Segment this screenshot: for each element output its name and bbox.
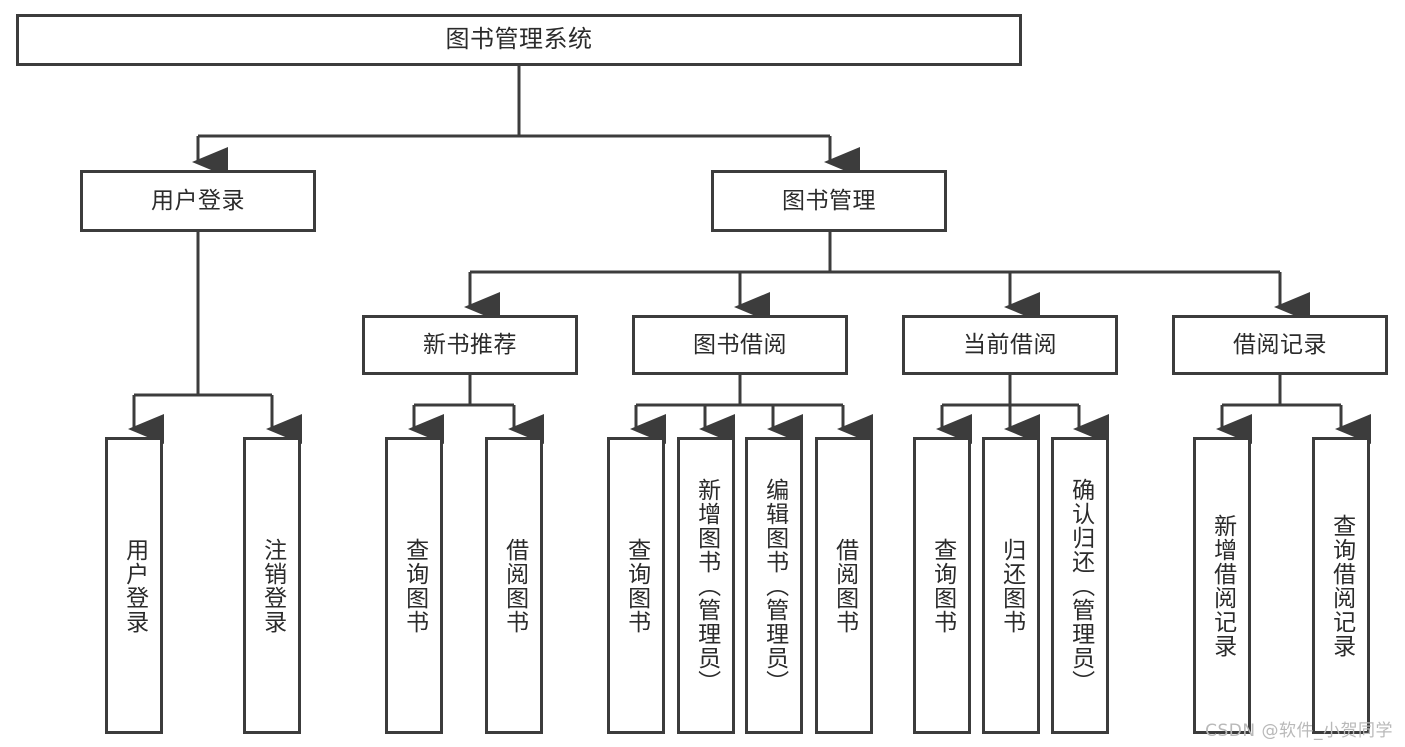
node-label: 当前借阅	[963, 331, 1057, 358]
node-label: 用户登录	[151, 187, 245, 214]
node-label: 注销登录	[259, 537, 286, 634]
node-label: 编辑图书（管理员）	[761, 477, 788, 694]
node-borrow-record[interactable]: 借阅记录	[1172, 315, 1388, 375]
node-label: 借阅图书	[501, 537, 528, 634]
node-label: 查询图书	[929, 537, 956, 634]
node-label: 查询图书	[623, 537, 650, 634]
node-label: 归还图书	[998, 537, 1025, 634]
node-leaf-confirm-return[interactable]: 确认归还（管理员）	[1051, 437, 1109, 734]
node-leaf-borrow-book-2[interactable]: 借阅图书	[815, 437, 873, 734]
node-leaf-add-book[interactable]: 新增图书（管理员）	[677, 437, 735, 734]
node-book-borrow[interactable]: 图书借阅	[632, 315, 848, 375]
node-leaf-return-book[interactable]: 归还图书	[982, 437, 1040, 734]
node-label: 新增图书（管理员）	[693, 477, 720, 694]
node-label: 用户登录	[121, 537, 148, 634]
node-leaf-add-record[interactable]: 新增借阅记录	[1193, 437, 1251, 734]
node-label: 图书借阅	[693, 331, 787, 358]
node-leaf-borrow-book-1[interactable]: 借阅图书	[485, 437, 543, 734]
node-label: 查询图书	[401, 537, 428, 634]
node-label: 图书管理	[782, 187, 876, 214]
node-book-manage[interactable]: 图书管理	[711, 170, 947, 232]
node-label: 借阅图书	[831, 537, 858, 634]
node-label: 确认归还（管理员）	[1067, 477, 1094, 694]
node-new-book-recommend[interactable]: 新书推荐	[362, 315, 578, 375]
node-label: 新增借阅记录	[1209, 513, 1236, 658]
node-leaf-edit-book[interactable]: 编辑图书（管理员）	[745, 437, 803, 734]
node-leaf-query-book-1[interactable]: 查询图书	[385, 437, 443, 734]
node-root-book-management-system[interactable]: 图书管理系统	[16, 14, 1022, 66]
node-leaf-query-book-2[interactable]: 查询图书	[607, 437, 665, 734]
node-label: 新书推荐	[423, 331, 517, 358]
node-label: 查询借阅记录	[1328, 513, 1355, 658]
node-label: 图书管理系统	[445, 25, 593, 54]
node-leaf-logout-login[interactable]: 注销登录	[243, 437, 301, 734]
node-label: 借阅记录	[1233, 331, 1327, 358]
node-user-login[interactable]: 用户登录	[80, 170, 316, 232]
csdn-watermark: CSDN @软件_小贺同学	[1205, 721, 1393, 741]
node-leaf-user-login[interactable]: 用户登录	[105, 437, 163, 734]
node-leaf-query-record[interactable]: 查询借阅记录	[1312, 437, 1370, 734]
node-current-borrow[interactable]: 当前借阅	[902, 315, 1118, 375]
node-leaf-query-book-3[interactable]: 查询图书	[913, 437, 971, 734]
